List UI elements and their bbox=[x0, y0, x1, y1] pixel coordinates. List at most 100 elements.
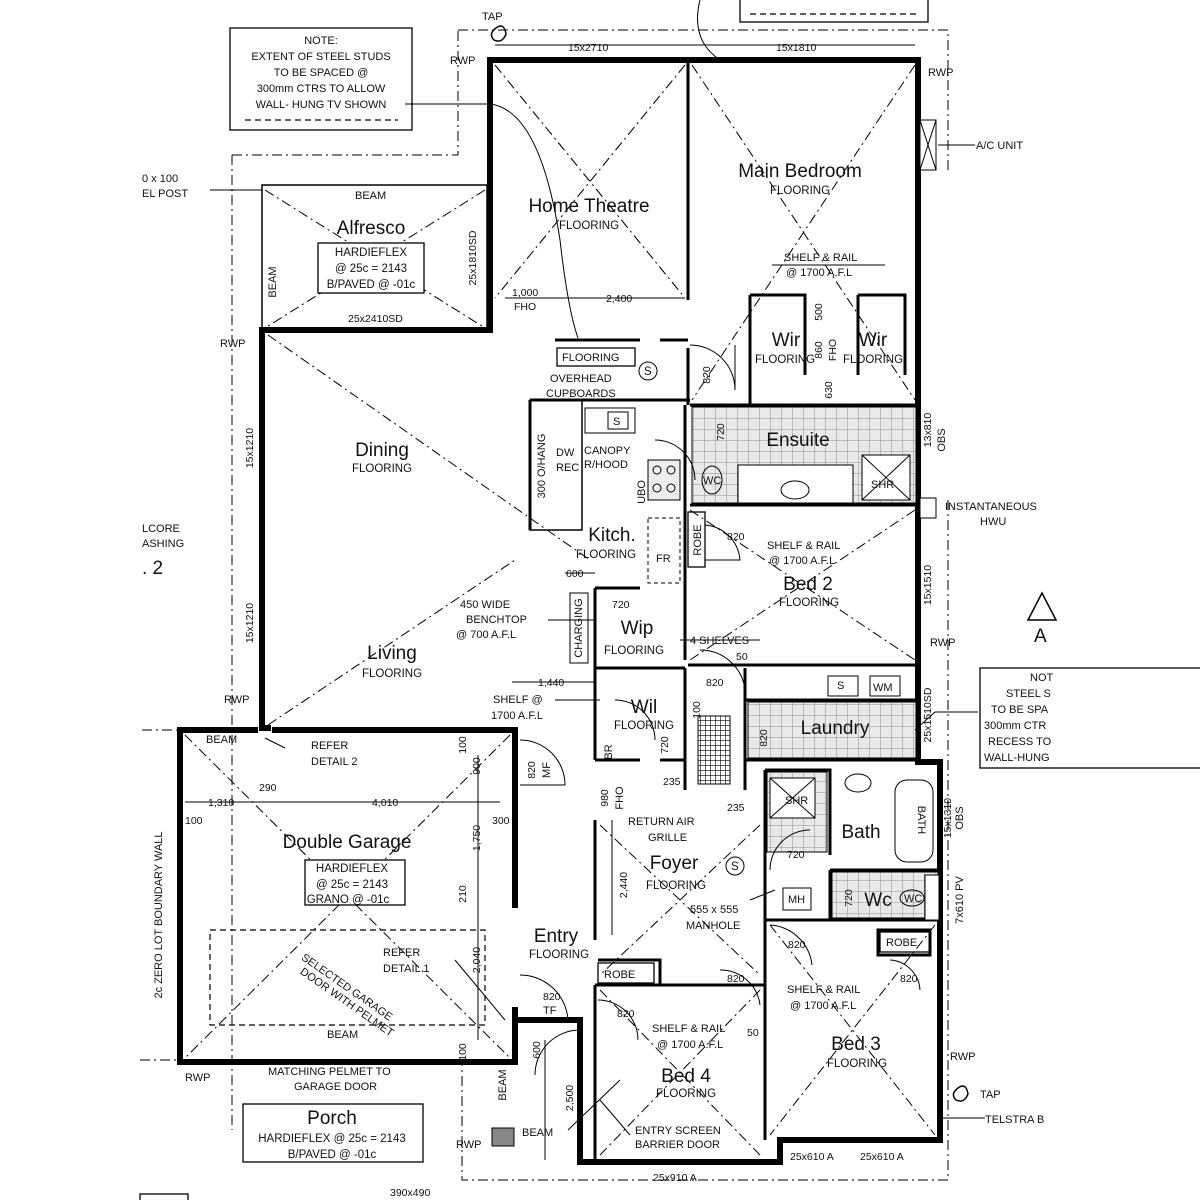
leader-lines bbox=[210, 0, 985, 1136]
sink-label: S bbox=[613, 416, 620, 428]
post-label: 0 x 100 bbox=[142, 173, 178, 185]
room-wip: Wip bbox=[621, 618, 654, 639]
ubo-label: UBO bbox=[636, 480, 648, 504]
dim-label: 980 bbox=[599, 789, 611, 807]
shelf-rail-label: SHELF & RAIL bbox=[767, 540, 840, 552]
dim-label: 25x1810SD bbox=[467, 230, 479, 285]
dim-label: 13x810 bbox=[922, 413, 934, 448]
room-alfresco: Alfresco bbox=[337, 218, 406, 239]
canopy-label: CANOPY bbox=[584, 445, 631, 457]
room-wir-1-floor: FLOORING bbox=[755, 354, 815, 366]
laundry-tiles bbox=[747, 701, 917, 759]
benchtop-label: @ 700 A.F.L bbox=[456, 629, 516, 641]
room-laundry: Laundry bbox=[801, 718, 870, 739]
room-wir-2-floor: FLOORING bbox=[843, 354, 903, 366]
room-main-bedroom: Main Bedroom bbox=[738, 161, 862, 182]
fixtures bbox=[491, 119, 940, 1147]
dim-label: 15x1210 bbox=[244, 428, 256, 468]
shelf-rail-label: @ 1700 A.F.L bbox=[790, 1000, 856, 1012]
room-ensuite: Ensuite bbox=[766, 430, 829, 451]
door-swings bbox=[519, 344, 921, 1076]
rec-label: REC bbox=[556, 462, 579, 474]
note-line: WALL- HUNG TV SHOWN bbox=[256, 99, 387, 111]
dim-label: 820 bbox=[526, 761, 538, 779]
dim-label: 15x2710 bbox=[568, 42, 608, 54]
tap-label: TAP bbox=[482, 11, 503, 23]
beam-label: BEAM bbox=[497, 1069, 509, 1100]
porch-line: HARDIEFLEX @ 25c = 2143 bbox=[258, 1133, 406, 1145]
dim-label: 500 bbox=[813, 303, 825, 321]
dimension-lines bbox=[185, 44, 915, 1160]
note-line: EXTENT OF STEEL STUDS bbox=[251, 51, 390, 63]
benchtop-label: 450 WIDE bbox=[460, 599, 510, 611]
robe-label: ROBE bbox=[692, 524, 704, 555]
room-dining: Dining bbox=[355, 440, 409, 461]
note-line: NOT bbox=[1030, 672, 1054, 684]
rwp-label: RWP bbox=[185, 1072, 210, 1084]
dim-label: 15x1510 bbox=[922, 565, 934, 605]
note-line: TO BE SPA bbox=[991, 704, 1049, 716]
alcore-label: . 2 bbox=[142, 558, 163, 579]
dim-label: 25x2410SD bbox=[348, 313, 403, 325]
shelf-rail-label: @ 1700 A.F.L bbox=[657, 1039, 723, 1051]
rwp-label: RWP bbox=[220, 338, 245, 350]
ensuite-vanity bbox=[737, 464, 854, 504]
refer-label: DETAIL 2 bbox=[311, 756, 357, 768]
room-bed-2: Bed 2 bbox=[783, 574, 833, 595]
overhead-label: CUPBOARDS bbox=[546, 388, 616, 400]
charging-label: CHARGING bbox=[573, 598, 585, 657]
wc-label: WC bbox=[904, 893, 922, 905]
room-home-theatre-floor: FLOORING bbox=[559, 220, 619, 232]
section-marker-icon bbox=[1026, 591, 1058, 621]
interior-walls bbox=[528, 62, 940, 1160]
dim-label: 2,500 bbox=[564, 1085, 576, 1111]
tf-label: TF bbox=[543, 1005, 557, 1017]
beam-label: BEAM bbox=[206, 734, 237, 746]
dim-label: 820 bbox=[727, 531, 745, 543]
canopy-label: R/HOOD bbox=[584, 459, 628, 471]
garage-line: GRANO @ -01c bbox=[307, 894, 390, 906]
ac-unit-label: A/C UNIT bbox=[976, 140, 1023, 152]
alfresco-line: B/PAVED @ -01c bbox=[327, 279, 416, 291]
room-wip-floor: FLOORING bbox=[604, 645, 664, 657]
dim-label: 720 bbox=[843, 889, 855, 907]
dim-label: 860 bbox=[813, 341, 825, 359]
room-wil-floor: FLOORING bbox=[614, 720, 674, 732]
return-air-label: RETURN AIR bbox=[628, 816, 695, 828]
fr-label: FR bbox=[656, 553, 671, 565]
dim-label: 820 bbox=[706, 677, 724, 689]
dim-label: 820 bbox=[727, 973, 745, 985]
beam-label: BEAM bbox=[327, 1029, 358, 1041]
telstra-label: TELSTRA B bbox=[985, 1114, 1044, 1126]
note-line: TO BE SPACED @ bbox=[274, 67, 369, 79]
dim-label: 100 bbox=[691, 701, 703, 719]
room-entry-floor: FLOORING bbox=[529, 949, 589, 961]
dim-label: 2,040 bbox=[471, 947, 483, 973]
room-wil: Wil bbox=[631, 697, 657, 718]
robe-label: ROBE bbox=[886, 937, 917, 949]
beam-label: BEAM bbox=[267, 266, 279, 297]
dimension-labels: 15x2710 15x1810 25x1810SD 1,000 FHO 2,40… bbox=[185, 42, 954, 1199]
room-living-floor: FLOORING bbox=[362, 668, 422, 680]
wm-label: WM bbox=[873, 682, 893, 694]
room-wc: Wc bbox=[864, 890, 891, 911]
rwp-label: RWP bbox=[950, 1051, 975, 1063]
dim-label: 4,010 bbox=[372, 797, 398, 809]
shelf-label: 1700 A.F.L bbox=[491, 710, 543, 722]
mf-label: MF bbox=[541, 762, 553, 778]
dim-label: 290 bbox=[259, 782, 277, 794]
dim-label: 2,400 bbox=[606, 293, 632, 305]
shelf-rail-label: @ 1700 A.F.L bbox=[786, 267, 852, 279]
room-bed-3-floor: FLOORING bbox=[827, 1058, 887, 1070]
porch-line: B/PAVED @ -01c bbox=[288, 1149, 377, 1161]
benchtop-label: BENCHTOP bbox=[466, 614, 527, 626]
dim-label: 1,000 bbox=[512, 287, 538, 299]
dim-label: 25x610 A bbox=[790, 1151, 834, 1163]
entry-screen-label: ENTRY SCREEN bbox=[635, 1125, 721, 1137]
dw-label: DW bbox=[556, 447, 575, 459]
note-line: WALL-HUNG bbox=[984, 752, 1050, 764]
room-kitchen: Kitch. bbox=[588, 525, 636, 546]
dim-label: 720 bbox=[659, 736, 671, 754]
alfresco-line: HARDIEFLEX bbox=[335, 247, 408, 259]
